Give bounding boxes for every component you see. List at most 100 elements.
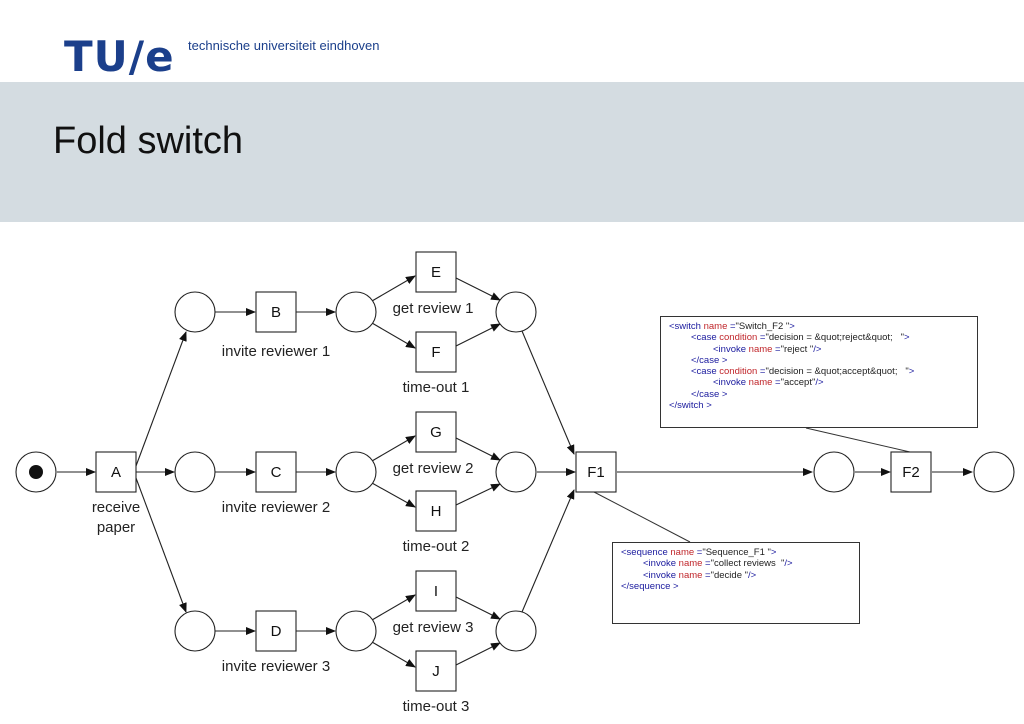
- code-token: "decision = &quot;reject&quot; ": [765, 332, 904, 344]
- code-token: =: [702, 569, 711, 581]
- transition-D: [255, 610, 297, 652]
- code-token: <invoke: [713, 377, 749, 389]
- code-token: <invoke: [643, 569, 679, 581]
- sequence-code-line: </sequence >: [621, 581, 851, 592]
- caption-D: invite reviewer 3: [222, 658, 330, 675]
- review-label-1: get review 1: [393, 300, 474, 317]
- header-band: [0, 82, 1024, 222]
- transition-label-F1: F1: [587, 464, 605, 481]
- place-pBo: [335, 291, 377, 333]
- code-token: />: [813, 343, 822, 355]
- code-token: >: [789, 321, 795, 332]
- code-token: <case: [691, 332, 720, 344]
- switch-code-line: <case condition ="decision = &quot;rejec…: [669, 332, 969, 343]
- code-token: =: [757, 332, 766, 344]
- switch-code-line: <case condition ="decision = &quot;accep…: [669, 366, 969, 377]
- place-pIJ: [495, 610, 537, 652]
- switch-code-line: </case >: [669, 355, 969, 366]
- code-token: />: [748, 569, 757, 581]
- transition-J: [415, 650, 457, 692]
- arc-F-pEF: [455, 323, 501, 347]
- switch-bpel-code: <switch name ="Switch_F2 "><case conditi…: [660, 316, 978, 428]
- caption-A: paper: [97, 519, 135, 536]
- sequence-code-line: <sequence name ="Sequence_F1 ">: [621, 547, 851, 558]
- code-token: >: [904, 332, 910, 344]
- arc-H-pGH: [455, 483, 501, 506]
- code-token: name: [748, 377, 773, 389]
- code-token: "decide ": [710, 569, 748, 581]
- code-token: </switch >: [669, 400, 712, 412]
- code-token: "reject ": [780, 343, 814, 355]
- transition-label-F2: F2: [902, 464, 920, 481]
- code-token: >: [770, 547, 777, 558]
- caption-F: time-out 1: [403, 379, 470, 396]
- transition-label-A: A: [111, 464, 121, 481]
- switch-code-line: </switch >: [669, 400, 969, 411]
- arc-pCo-H: [371, 482, 416, 508]
- code-token: condition: [719, 332, 758, 344]
- caption-A: receive: [92, 499, 140, 516]
- code-token: />: [815, 377, 824, 389]
- code-token: />: [784, 558, 793, 570]
- code-token: =: [694, 547, 703, 558]
- code-token: =: [757, 366, 766, 378]
- transition-F: [415, 331, 457, 373]
- place-end: [973, 451, 1015, 493]
- slide-title: Fold switch: [53, 120, 244, 162]
- caption-B: invite reviewer 1: [222, 343, 330, 360]
- place-pF1: [813, 451, 855, 493]
- arc-E-pEF: [455, 277, 501, 301]
- place-pC: [174, 451, 216, 493]
- code-token: </sequence >: [621, 580, 679, 592]
- code-token: >: [908, 366, 915, 378]
- code-token: <case: [691, 366, 720, 378]
- transition-label-I: I: [434, 583, 438, 600]
- switch-code-line: </case >: [669, 389, 969, 400]
- arc-I-pIJ: [455, 596, 501, 620]
- code-token: name: [678, 569, 703, 581]
- code-token: "decision = &quot;accept&quot; ": [765, 366, 909, 378]
- tue-logo: TU/e: [64, 32, 175, 81]
- arc-A-pD: [135, 477, 187, 613]
- caption-H: time-out 2: [403, 538, 470, 555]
- transition-H: [415, 490, 457, 532]
- transition-label-B: B: [271, 304, 281, 321]
- arc-pDo-I: [371, 594, 416, 621]
- caption-C: invite reviewer 2: [222, 499, 330, 516]
- switch-code-line: <invoke name ="accept"/>: [669, 377, 969, 388]
- arc-J-pIJ: [455, 642, 501, 666]
- code-token: =: [772, 343, 781, 355]
- transition-label-F: F: [431, 344, 440, 361]
- arc-pCo-G: [371, 435, 416, 462]
- review-label-2: get review 2: [393, 460, 474, 477]
- caption-J: time-out 3: [403, 698, 470, 715]
- transition-A: [95, 451, 137, 493]
- transition-E: [415, 251, 457, 293]
- transition-C: [255, 451, 297, 493]
- code-token: "Switch_F2 ": [735, 321, 790, 332]
- place-pCo: [335, 451, 377, 493]
- code-token: name: [670, 547, 695, 558]
- code-token: <switch: [669, 321, 704, 332]
- sequence-code-line: <invoke name ="decide "/>: [621, 570, 851, 581]
- code-token: <invoke: [643, 558, 679, 570]
- transition-label-H: H: [431, 503, 442, 520]
- transition-label-D: D: [271, 623, 282, 640]
- arc-pDo-J: [371, 641, 416, 668]
- arc-pBo-F: [371, 322, 416, 349]
- code-token: name: [703, 321, 728, 332]
- code-token: <invoke: [713, 343, 749, 355]
- code-token: condition: [719, 366, 758, 378]
- transition-G: [415, 411, 457, 453]
- transition-label-E: E: [431, 264, 441, 281]
- code-token: "Sequence_F1 ": [702, 547, 771, 558]
- arc-pBo-E: [371, 275, 416, 302]
- code-token: =: [727, 321, 736, 332]
- code-token: "accept": [780, 377, 816, 389]
- arc-A-pB: [135, 331, 187, 467]
- place-pD: [174, 610, 216, 652]
- transition-label-G: G: [430, 424, 442, 441]
- arc-G-pGH: [455, 437, 501, 461]
- place-pEF: [495, 291, 537, 333]
